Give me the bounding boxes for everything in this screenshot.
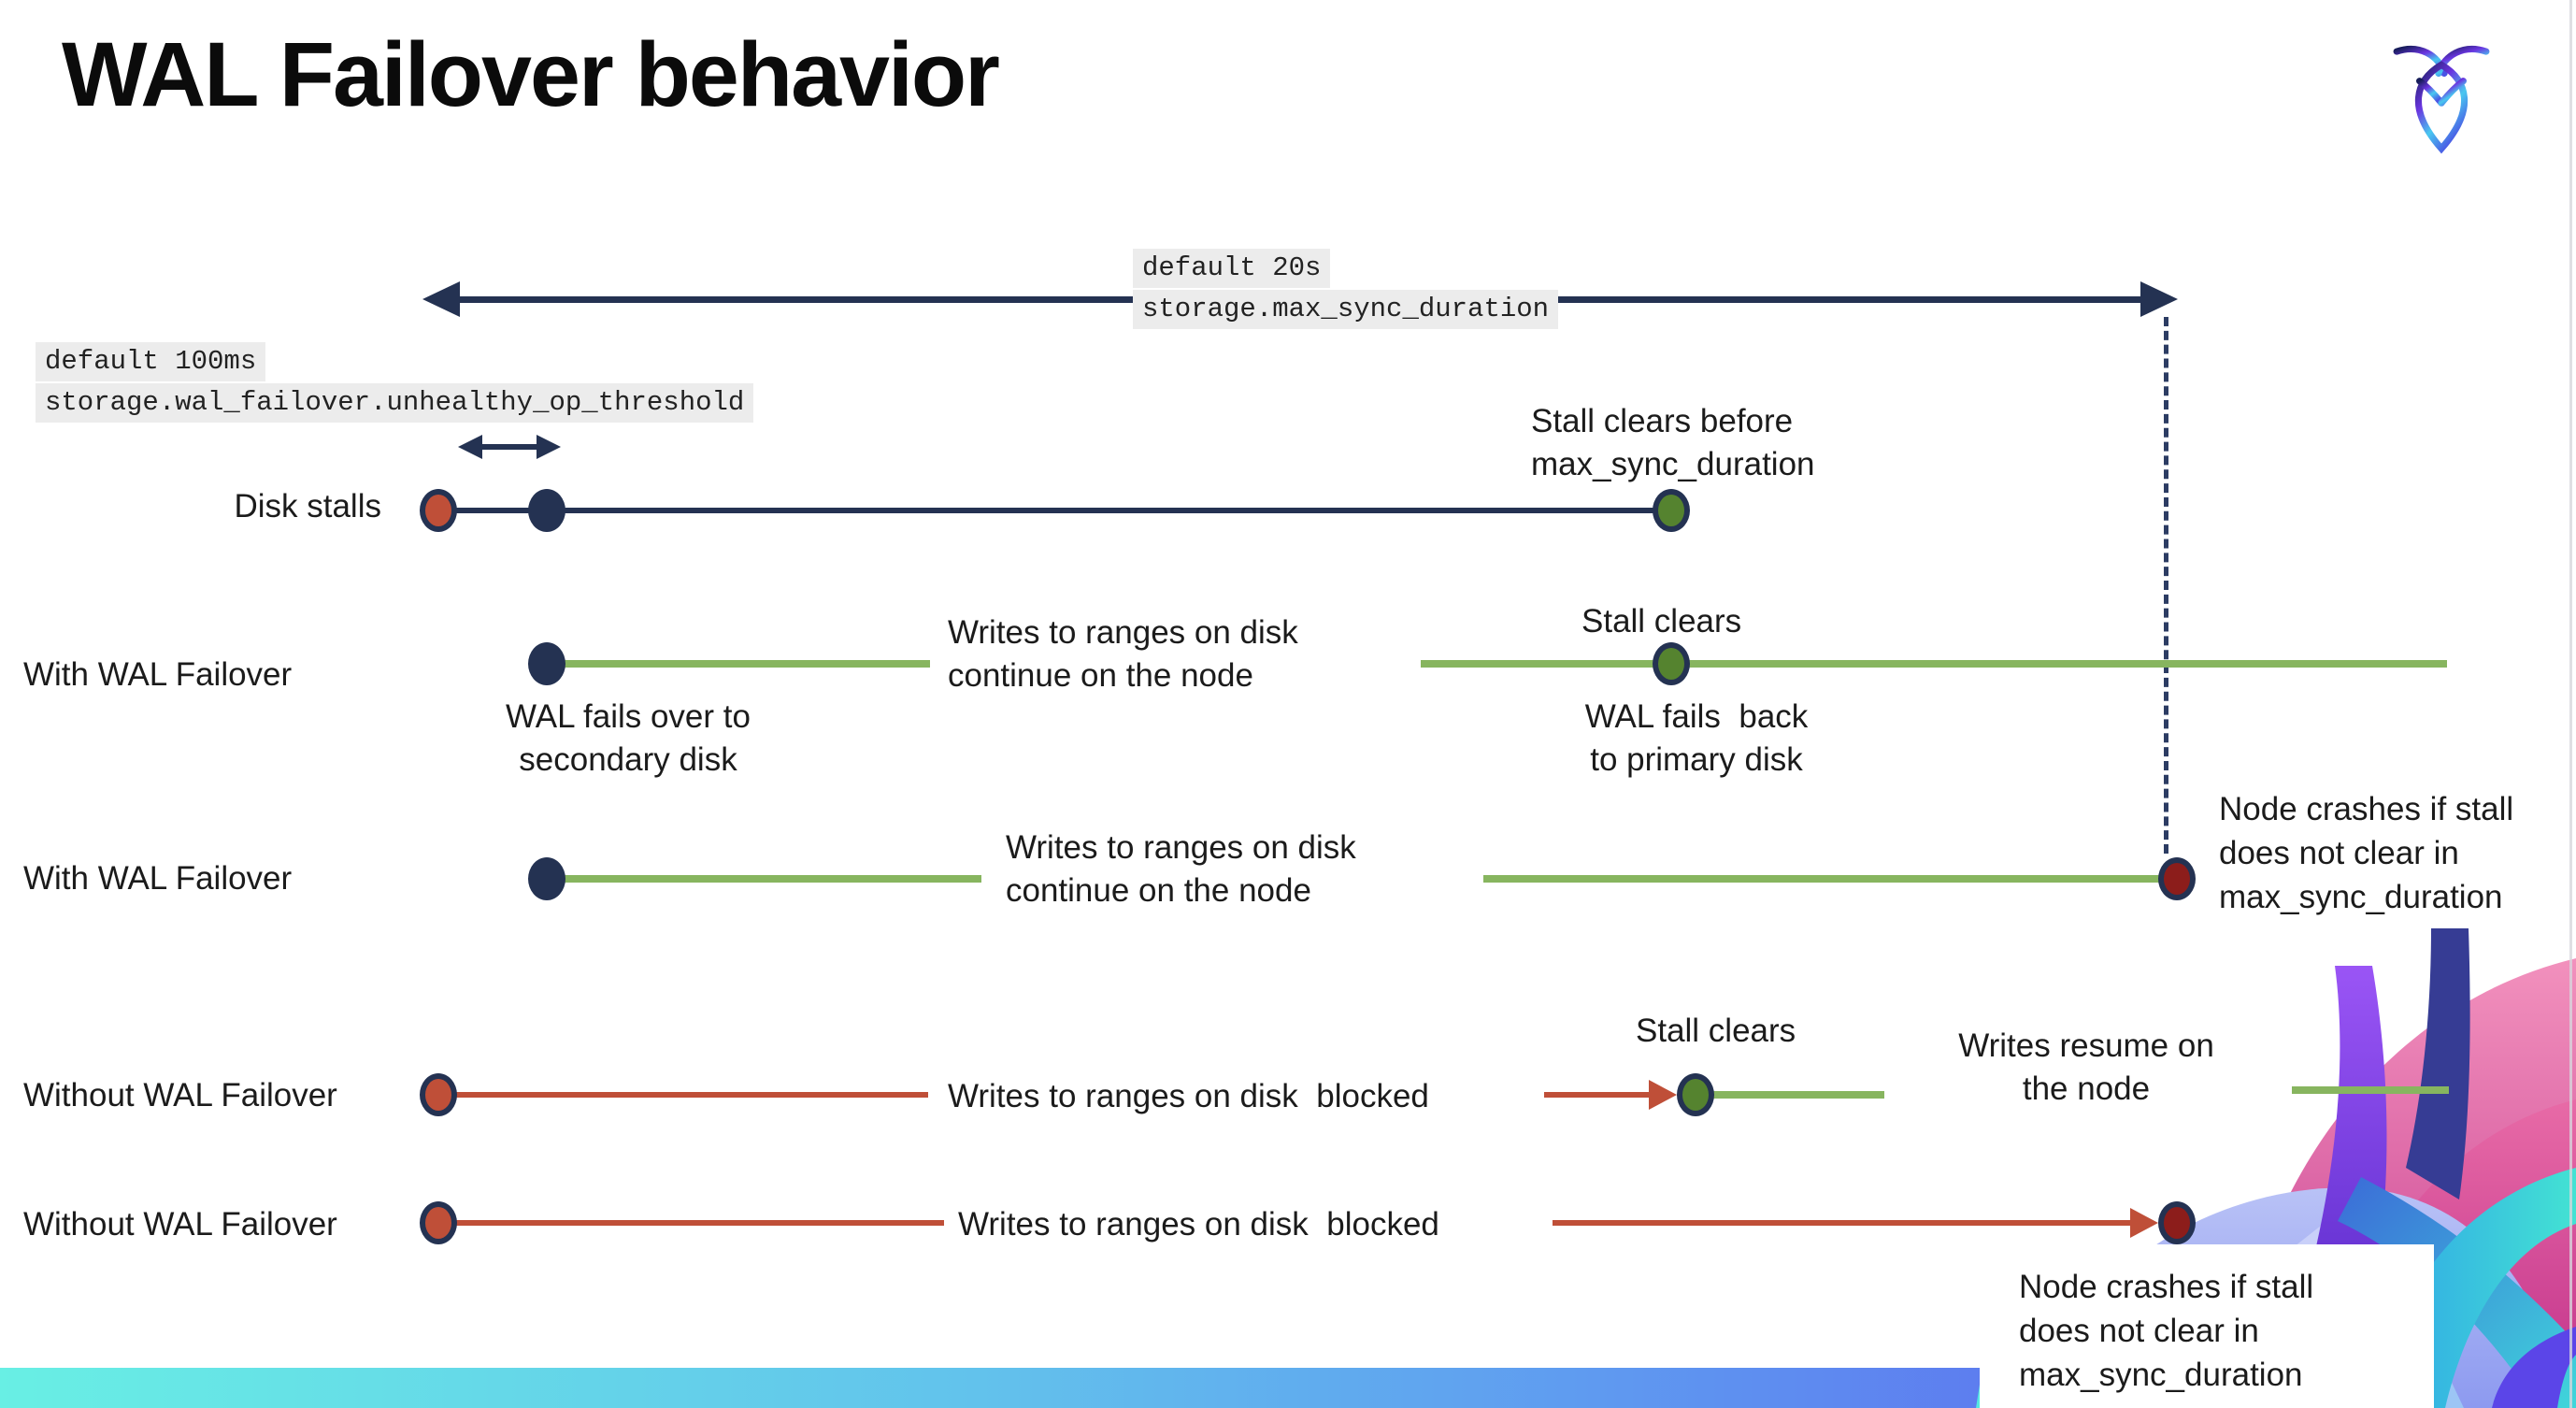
slide-right-edge: [2569, 0, 2572, 1408]
without-failover2-stall-dot: [420, 1201, 457, 1244]
failback-dot: [1653, 642, 1690, 685]
annotation-node-crashes-1: Node crashes if stall does not clear in …: [2219, 791, 2514, 915]
annotation-stall-clears-before: Stall clears before max_sync_duration: [1531, 403, 1815, 482]
failover2-start-dot: [528, 857, 565, 900]
max-sync-setting-text: storage.max_sync_duration: [1133, 290, 1559, 329]
annotation-writes-blocked-2: Writes to ranges on disk blocked: [958, 1206, 1439, 1243]
stall-start-dot: [420, 489, 457, 532]
annotation-writes-resume: Writes resume on the node: [1958, 1027, 2214, 1107]
without-failover-stall-dot: [420, 1073, 457, 1116]
disk-stalls-timeline: [438, 508, 1671, 513]
with-failover-line-a: [547, 660, 930, 668]
max-sync-dashed-line: [2164, 317, 2168, 854]
stall-clears-dot: [1653, 489, 1690, 532]
annotation-wal-fails-over: WAL fails over to secondary disk: [506, 698, 751, 778]
page-title: WAL Failover behavior: [62, 23, 1000, 125]
cockroachdb-logo-icon: [2389, 41, 2494, 157]
threshold-arrow-line: [477, 444, 551, 450]
row-label-without-wal-failover-2: Without WAL Failover: [23, 1206, 337, 1243]
annotation-writes-blocked-1: Writes to ranges on disk blocked: [948, 1078, 1429, 1114]
writes-resume-line-a: [1696, 1091, 1884, 1099]
crash-note-box: Node crashes if stall does not clear in …: [1980, 1244, 2434, 1408]
row-label-with-wal-failover-1: With WAL Failover: [23, 656, 293, 693]
unhealthy-op-default-text: default 100ms: [36, 342, 266, 381]
blocked-arrowhead-icon-1: [1649, 1080, 1677, 1110]
row-label-without-wal-failover-1: Without WAL Failover: [23, 1077, 337, 1113]
annotation-stall-clears-bottom: Stall clears: [1636, 1013, 1796, 1049]
threshold-arrowhead-left-icon: [458, 435, 482, 459]
without-failover-blocked-line-b: [1544, 1092, 1653, 1098]
writes-resume-line-b: [2292, 1086, 2449, 1094]
with-failover2-line-a: [547, 875, 981, 883]
arrowhead-left-icon: [422, 281, 460, 317]
arrowhead-right-icon: [2140, 281, 2178, 317]
annotation-stall-clears-top: Stall clears: [1581, 603, 1742, 639]
annotation-node-crashes-2: Node crashes if stall does not clear in …: [2019, 1269, 2314, 1393]
threshold-arrowhead-right-icon: [537, 435, 561, 459]
annotation-writes-continue-1: Writes to ranges on disk continue on the…: [948, 614, 1298, 694]
row-label-disk-stalls: Disk stalls: [234, 488, 381, 524]
without-failover-clear-dot: [1677, 1073, 1714, 1116]
max-sync-duration-label: default 20s storage.max_sync_duration: [1133, 249, 1559, 331]
unhealthy-op-threshold-label: default 100ms storage.wal_failover.unhea…: [36, 342, 754, 424]
without-failover2-line-a: [438, 1220, 944, 1226]
row-label-with-wal-failover-2: With WAL Failover: [23, 860, 293, 897]
without-failover2-line-b: [1553, 1220, 2134, 1226]
failover-start-dot: [528, 642, 565, 685]
with-failover-line-b: [1421, 660, 2447, 668]
max-sync-default-text: default 20s: [1133, 249, 1331, 288]
unhealthy-op-setting-text: storage.wal_failover.unhealthy_op_thresh…: [36, 383, 754, 423]
blocked-arrowhead-icon-2: [2130, 1208, 2158, 1238]
annotation-wal-fails-back: WAL fails back to primary disk: [1584, 698, 1809, 778]
node-crash-dot-1: [2158, 857, 2196, 900]
annotation-writes-continue-2: Writes to ranges on disk continue on the…: [1006, 829, 1356, 909]
node-crash-dot-2: [2158, 1201, 2196, 1244]
threshold-dot: [528, 489, 565, 532]
without-failover-blocked-line-a: [438, 1092, 928, 1098]
with-failover2-line-b: [1483, 875, 2177, 883]
